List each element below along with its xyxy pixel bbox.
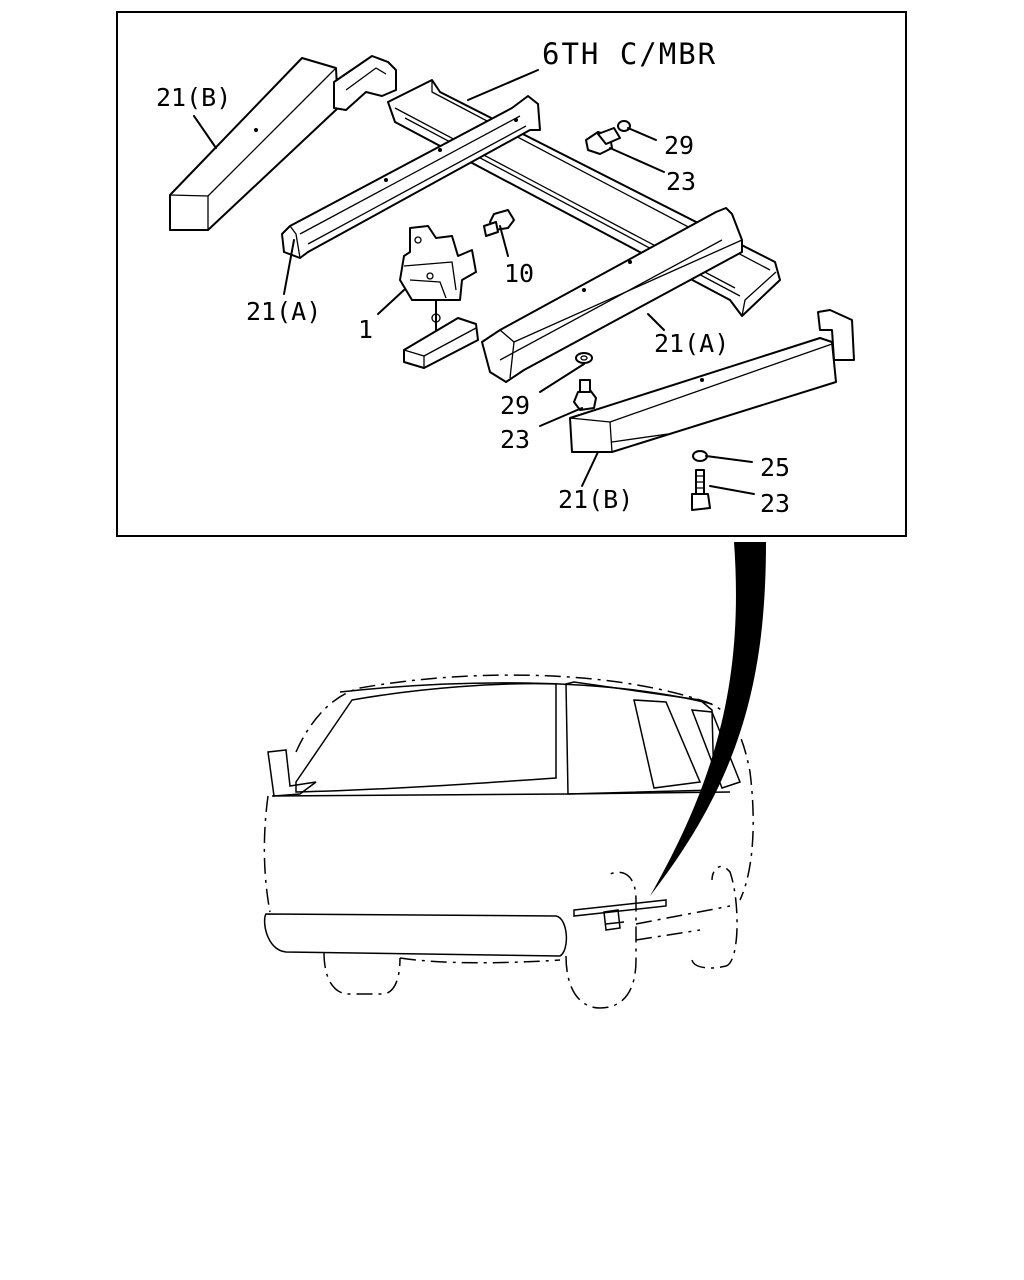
- label-step-a-right: 21(A): [654, 329, 729, 358]
- label-bolt-23-mid: 23: [500, 425, 530, 454]
- label-washer-29-mid: 29: [500, 391, 530, 420]
- label-bolt-23-top: 23: [666, 167, 696, 196]
- leader-lines: [193, 69, 755, 495]
- label-bolt-23-bottom: 23: [760, 489, 790, 518]
- label-washer-29-top: 29: [664, 131, 694, 160]
- label-crossmember: 6TH C/MBR: [542, 37, 717, 71]
- step-bracket-21a-left: [281, 95, 541, 259]
- vehicle-outline: [263, 674, 754, 1009]
- label-step-b-top: 21(B): [156, 83, 231, 112]
- label-washer-25: 25: [760, 453, 790, 482]
- label-bolt-10: 10: [504, 259, 534, 288]
- label-bracket-1: 1: [358, 315, 373, 344]
- step-bracket-21a-right: [481, 207, 743, 383]
- step-bar-21b-top: [169, 55, 397, 231]
- label-step-a-left: 21(A): [246, 297, 321, 326]
- step-bar-21b-bottom: [569, 309, 855, 453]
- detail-frame: [116, 11, 907, 537]
- bolt-23-bottom: [691, 469, 711, 511]
- washer-29-top: [617, 120, 631, 132]
- washer-29-mid: [575, 352, 593, 364]
- bolt-10: [483, 209, 515, 237]
- bolt-23-mid: [573, 379, 597, 411]
- washer-25: [692, 450, 708, 462]
- callout-arrow: [650, 542, 766, 896]
- label-step-b-bottom: 21(B): [558, 485, 633, 514]
- bracket-assembly-1: [399, 225, 479, 369]
